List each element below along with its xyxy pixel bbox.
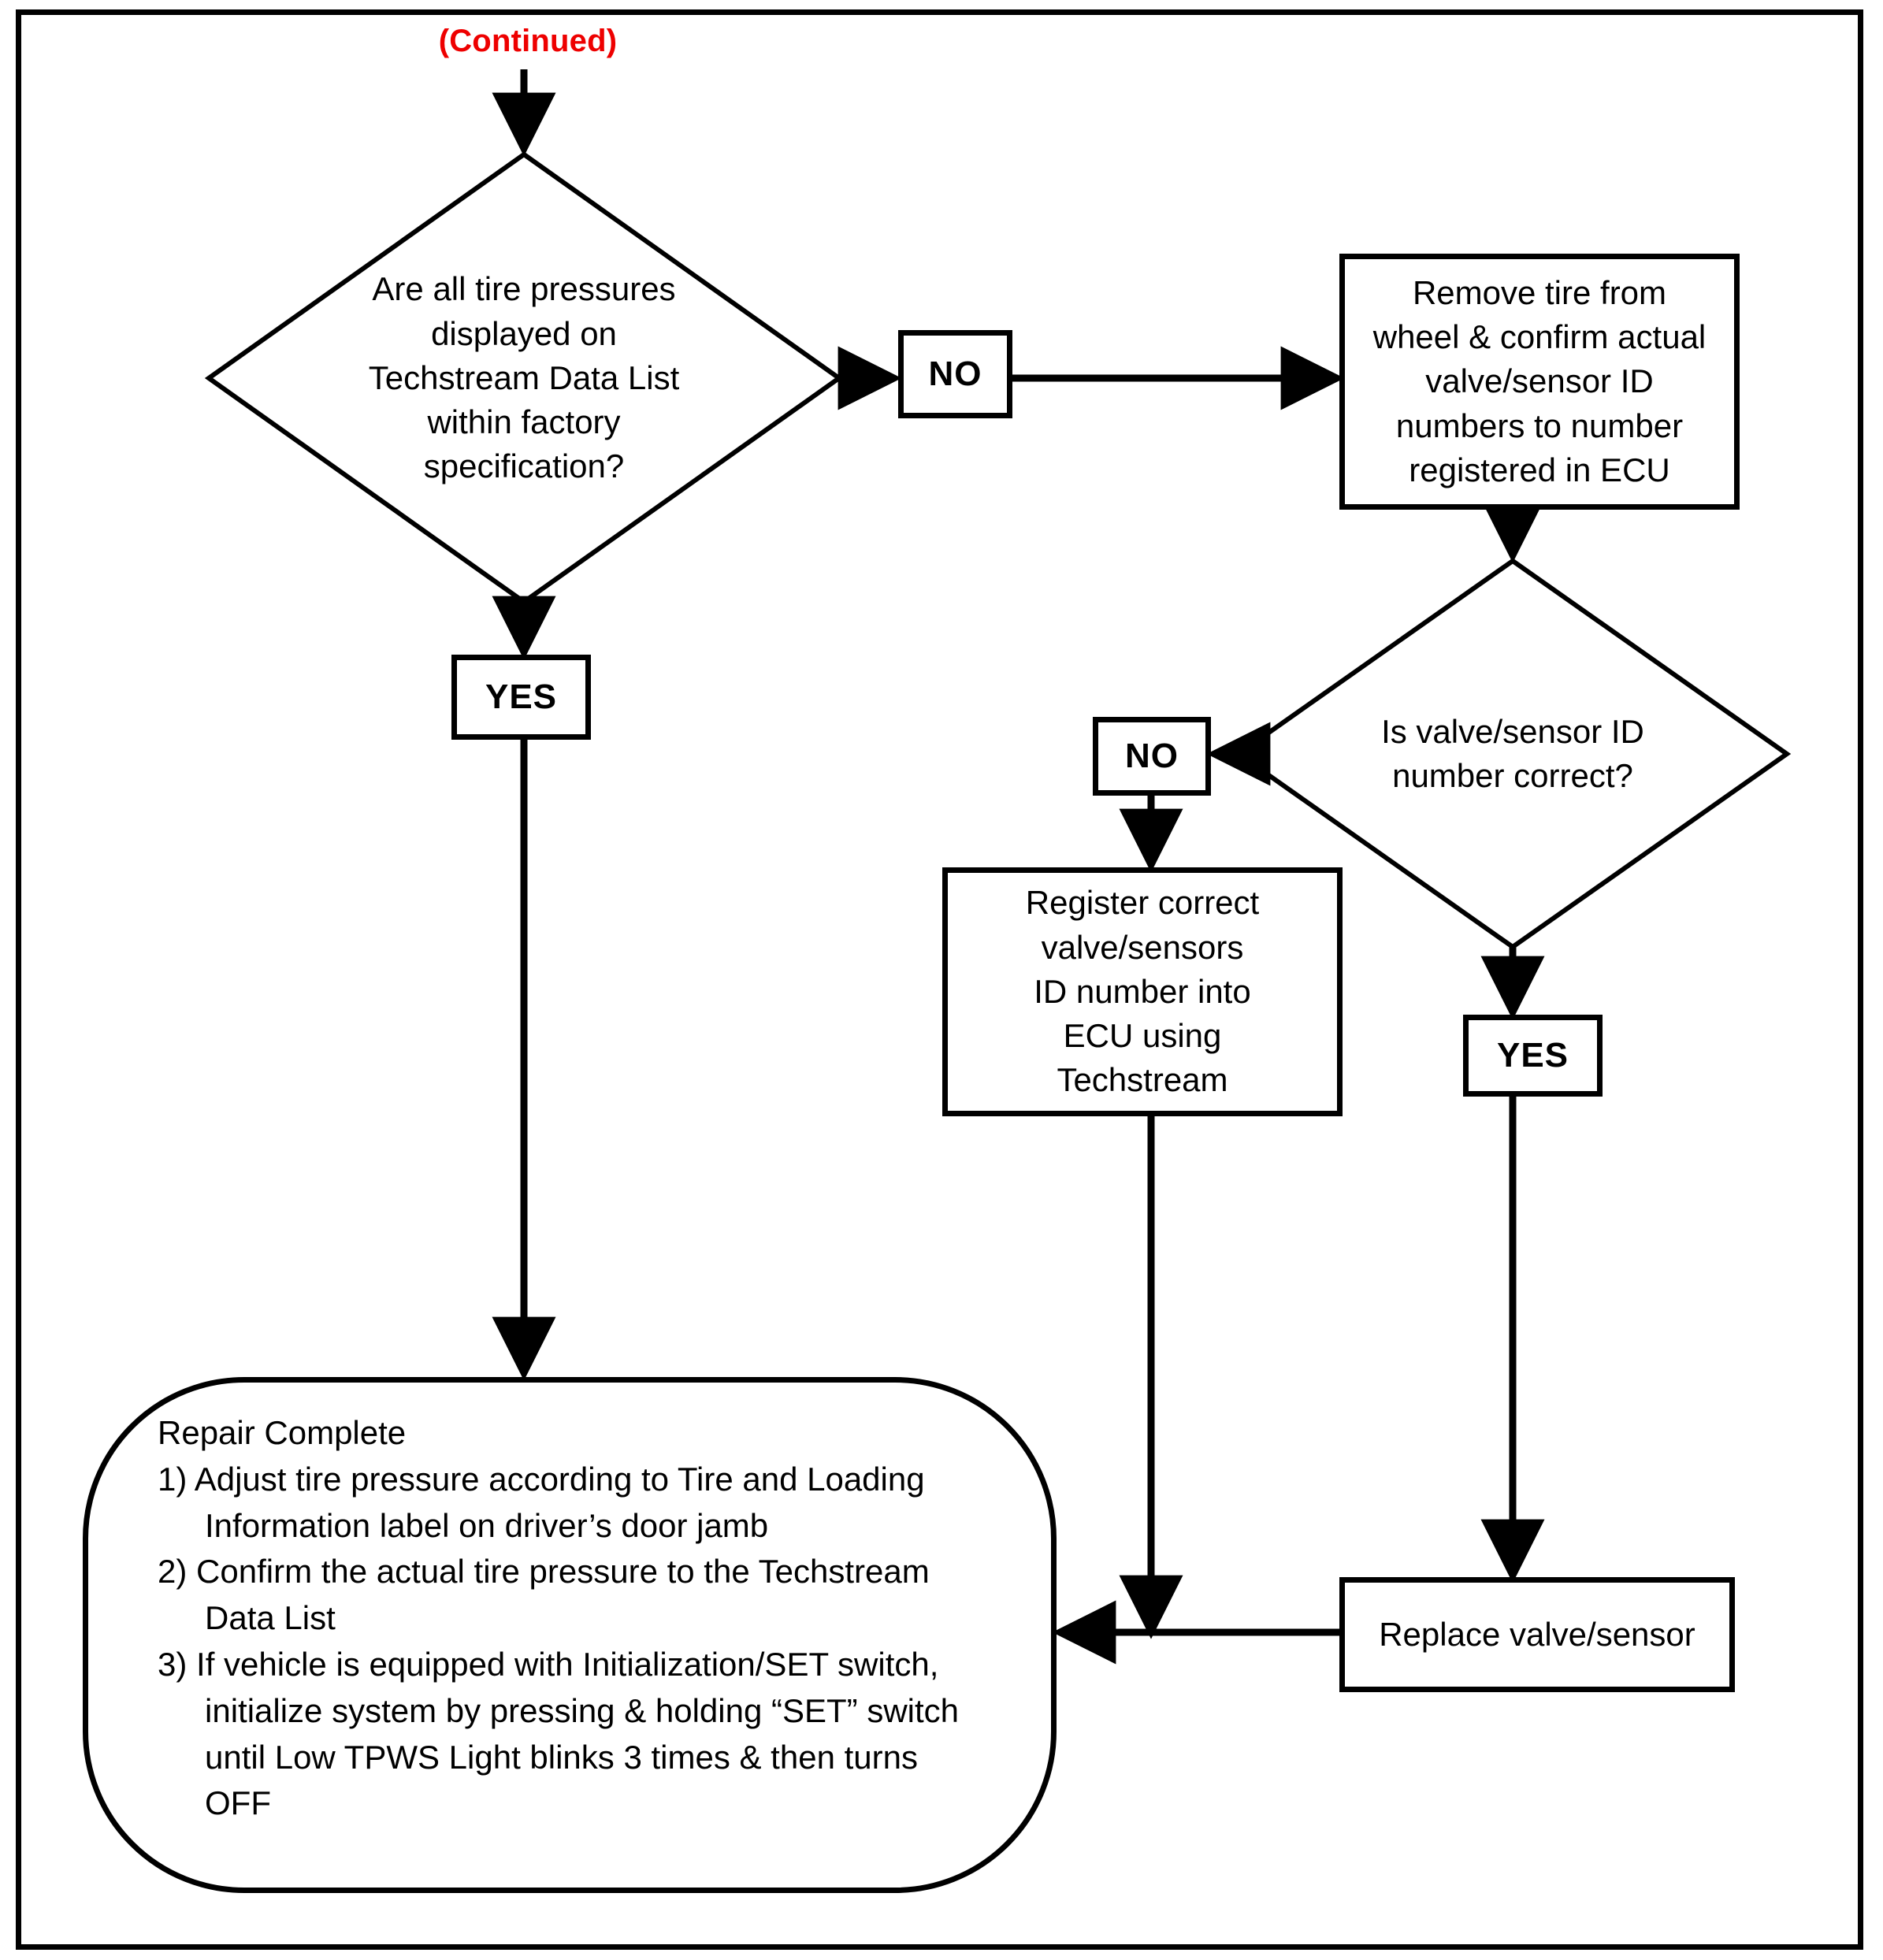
- repair-complete-step-1: 1) Adjust tire pressure according to Tir…: [158, 1457, 993, 1550]
- process-register-line-4: ECU using: [1063, 1017, 1222, 1055]
- branch-label-no-2: NO: [1093, 717, 1211, 796]
- step-1-number: 1): [158, 1460, 188, 1498]
- process-remove-tire-line-3: valve/sensor ID: [1425, 362, 1654, 400]
- step-1-text: Adjust tire pressure according to Tire a…: [194, 1460, 925, 1544]
- process-register-line-1: Register correct: [1025, 884, 1260, 922]
- process-remove-tire-line-4: numbers to number: [1395, 406, 1684, 444]
- repair-complete-step-3: 3) If vehicle is equipped with Initializ…: [158, 1642, 993, 1827]
- process-replace-valve-sensor: Replace valve/sensor: [1339, 1577, 1735, 1692]
- step-2-text: Confirm the actual tire pressure to the …: [196, 1553, 930, 1637]
- process-remove-tire: Remove tire from wheel & confirm actual …: [1339, 254, 1740, 510]
- process-remove-tire-line-5: registered in ECU: [1409, 451, 1670, 488]
- process-register-line-3: ID number into: [1034, 972, 1251, 1010]
- step-2-number: 2): [158, 1553, 188, 1591]
- process-register-line-5: Techstream: [1057, 1061, 1228, 1099]
- process-register-line-2: valve/sensors: [1041, 928, 1244, 966]
- branch-label-yes-1: YES: [451, 655, 591, 740]
- terminal-repair-complete-shape: [83, 1377, 1057, 1893]
- step-3-number: 3): [158, 1645, 188, 1683]
- process-register-valve-sensor: Register correct valve/sensors ID number…: [942, 867, 1343, 1116]
- branch-label-yes-2: YES: [1463, 1015, 1603, 1097]
- repair-complete-step-2: 2) Confirm the actual tire pressure to t…: [158, 1549, 993, 1642]
- repair-complete-steps: 1) Adjust tire pressure according to Tir…: [158, 1457, 993, 1827]
- continued-label: (Continued): [438, 24, 618, 58]
- process-replace-line-1: Replace valve/sensor: [1379, 1615, 1695, 1653]
- repair-complete-title: Repair Complete: [158, 1414, 407, 1451]
- step-3-text: If vehicle is equipped with Initializati…: [196, 1645, 960, 1822]
- branch-label-no-1: NO: [898, 330, 1012, 418]
- terminal-repair-complete-text: Repair Complete 1) Adjust tire pressure …: [158, 1410, 993, 1827]
- process-remove-tire-line-1: Remove tire from: [1412, 273, 1667, 311]
- process-remove-tire-line-2: wheel & confirm actual: [1372, 318, 1707, 356]
